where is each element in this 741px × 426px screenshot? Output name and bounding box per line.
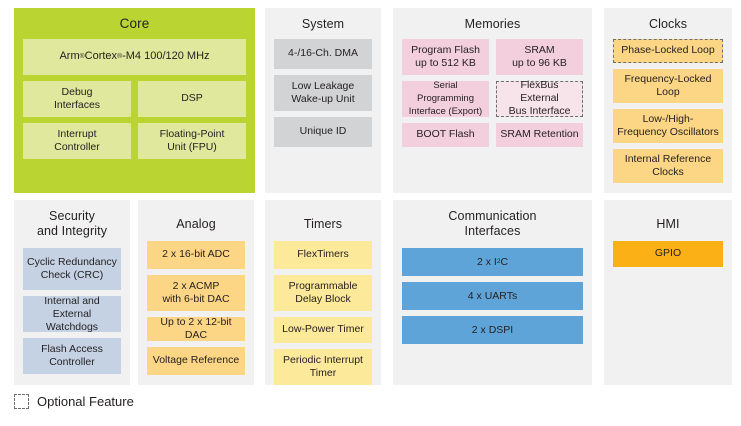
block-uarts[interactable]: 4 x UARTs [402, 282, 583, 310]
block-interrupt-controller[interactable]: Interrupt Controller [23, 122, 131, 159]
panel-blocks-hmi: GPIO [604, 239, 732, 276]
block-low-leakage-wakeup-unit[interactable]: Low Leakage Wake-up Unit [274, 74, 372, 111]
block-boot-flash[interactable]: BOOT Flash [402, 122, 489, 147]
block-dsp[interactable]: DSP [138, 80, 246, 117]
block-flash-access-controller[interactable]: Flash Access Controller [23, 338, 121, 374]
block-internal-reference-clocks[interactable]: Internal Reference Clocks [613, 148, 723, 183]
panel-title-security-and-integrity: Security and Integrity [36, 209, 108, 238]
block-phase-locked-loop[interactable]: Phase-Locked Loop [613, 38, 723, 63]
panel-title-core: Core [119, 16, 150, 31]
panel-analog[interactable]: Analog 2 x 16-bit ADC 2 x ACMP with 6-bi… [138, 200, 254, 385]
panel-title-hmi: HMI [656, 217, 680, 231]
block-sram-retention[interactable]: SRAM Retention [496, 122, 583, 147]
panel-blocks-core: Arm® Cortex®-M4 100/120 MHz Debug Interf… [14, 38, 255, 168]
block-frequency-locked-loop[interactable]: Frequency-Locked Loop [613, 68, 723, 103]
block-flextimers[interactable]: FlexTimers [274, 240, 372, 269]
panel-title-communication-interfaces: Communication Interfaces [448, 209, 537, 238]
panel-timers[interactable]: Timers FlexTimers Programmable Delay Blo… [265, 200, 381, 385]
panel-blocks-system: 4-/16-Ch. DMA Low Leakage Wake-up Unit U… [265, 38, 381, 156]
block-dspi[interactable]: 2 x DSPI [402, 316, 583, 344]
block-low-high-frequency-oscillators[interactable]: Low-/High- Frequency Oscillators [613, 108, 723, 143]
optional-feature-swatch-icon [14, 394, 29, 409]
panel-blocks-analog: 2 x 16-bit ADC 2 x ACMP with 6-bit DAC U… [138, 239, 254, 384]
panel-title-analog: Analog [176, 217, 216, 231]
block-serial-programming-interface[interactable]: Serial Programming Interface (Export) [402, 80, 489, 117]
panel-clocks[interactable]: Clocks Phase-Locked Loop Frequency-Locke… [604, 8, 732, 193]
block-acmp-with-dac[interactable]: 2 x ACMP with 6-bit DAC [147, 274, 245, 311]
block-dma[interactable]: 4-/16-Ch. DMA [274, 38, 372, 69]
panel-blocks-timers: FlexTimers Programmable Delay Block Low-… [265, 239, 381, 394]
block-voltage-reference[interactable]: Voltage Reference [147, 346, 245, 375]
panel-title-memories: Memories [464, 17, 521, 31]
block-debug-interfaces[interactable]: Debug Interfaces [23, 80, 131, 117]
panel-title-system: System [301, 17, 345, 31]
panel-security-and-integrity[interactable]: Security and Integrity Cyclic Redundancy… [14, 200, 130, 385]
panel-title-timers: Timers [303, 217, 343, 231]
panel-system[interactable]: System 4-/16-Ch. DMA Low Leakage Wake-up… [265, 8, 381, 193]
panel-core[interactable]: Core Arm® Cortex®-M4 100/120 MHz Debug I… [14, 8, 255, 193]
block-internal-external-watchdogs[interactable]: Internal and External Watchdogs [23, 295, 121, 333]
panel-memories[interactable]: Memories Program Flash up to 512 KB SRAM… [393, 8, 592, 193]
block-arm-cortex-m4[interactable]: Arm® Cortex®-M4 100/120 MHz [23, 38, 246, 75]
block-floating-point-unit[interactable]: Floating-Point Unit (FPU) [138, 122, 246, 159]
block-program-flash[interactable]: Program Flash up to 512 KB [402, 38, 489, 75]
panel-blocks-clocks: Phase-Locked Loop Frequency-Locked Loop … [604, 38, 732, 192]
legend-optional-feature-label: Optional Feature [37, 394, 134, 409]
block-periodic-interrupt-timer[interactable]: Periodic Interrupt Timer [274, 348, 372, 385]
block-adc[interactable]: 2 x 16-bit ADC [147, 240, 245, 269]
legend: Optional Feature [14, 394, 134, 409]
block-unique-id[interactable]: Unique ID [274, 116, 372, 147]
panel-title-clocks: Clocks [648, 17, 688, 31]
panel-blocks-security: Cyclic Redundancy Check (CRC) Internal a… [14, 245, 130, 383]
panel-blocks-memories: Program Flash up to 512 KB SRAM up to 96… [393, 38, 592, 156]
block-low-power-timer[interactable]: Low-Power Timer [274, 316, 372, 343]
block-programmable-delay-block[interactable]: Programmable Delay Block [274, 274, 372, 311]
panel-hmi[interactable]: HMI GPIO [604, 200, 732, 385]
block-sram[interactable]: SRAM up to 96 KB [496, 38, 583, 75]
block-12bit-dac[interactable]: Up to 2 x 12-bit DAC [147, 316, 245, 341]
block-gpio[interactable]: GPIO [613, 240, 723, 267]
block-cyclic-redundancy-check[interactable]: Cyclic Redundancy Check (CRC) [23, 248, 121, 290]
block-flexbus-external-bus-interface[interactable]: FlexBus External Bus Interface [496, 79, 583, 117]
